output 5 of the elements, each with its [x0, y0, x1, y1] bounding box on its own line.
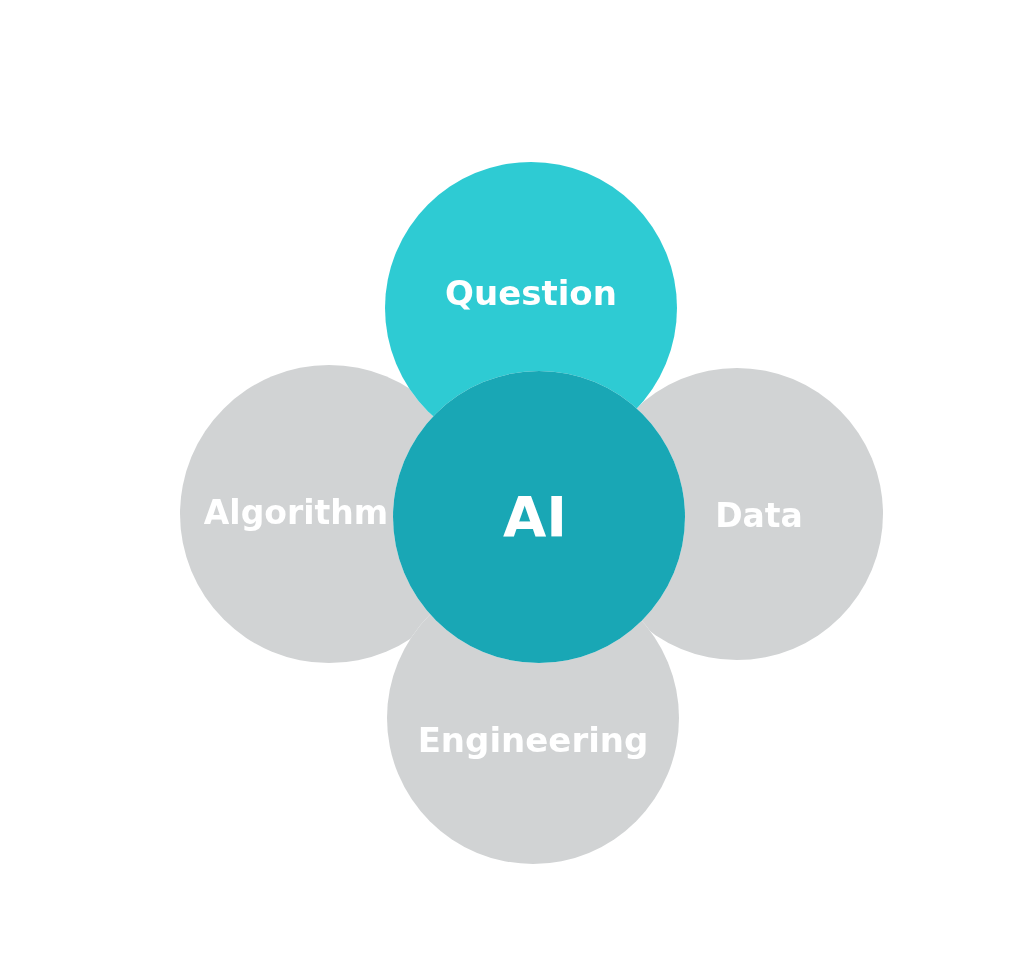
- topic-label: Question: [445, 276, 617, 310]
- center-label: AI: [502, 489, 568, 545]
- center-circle: [393, 371, 686, 664]
- topic-circle: [638, 368, 884, 661]
- topic-circle: [387, 615, 680, 865]
